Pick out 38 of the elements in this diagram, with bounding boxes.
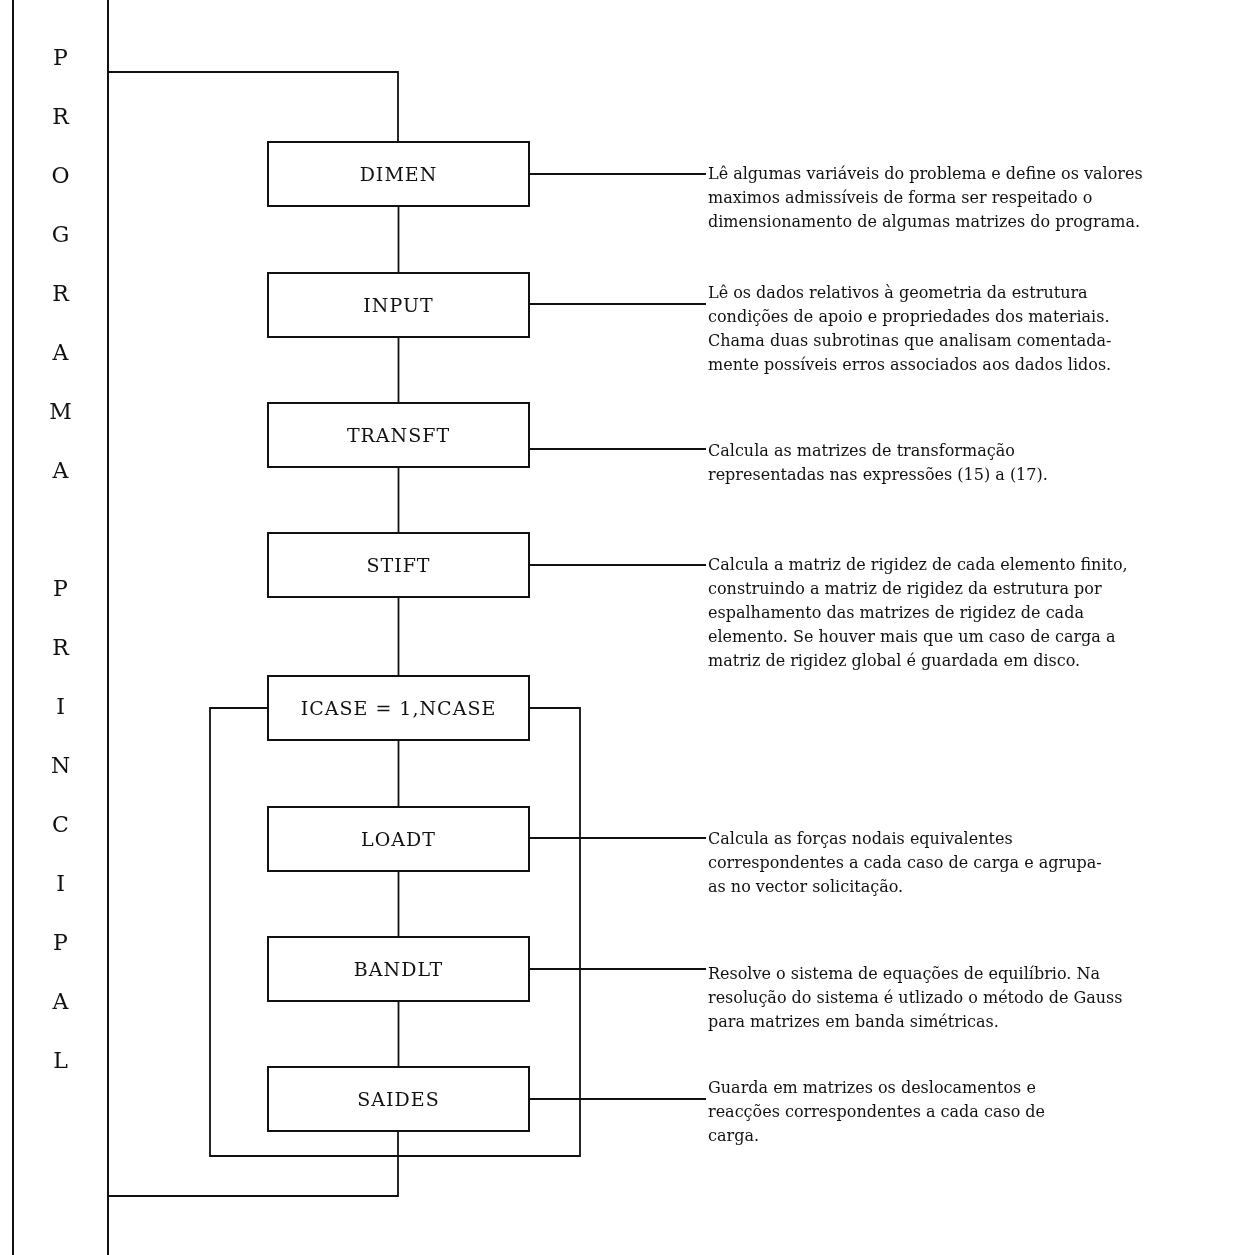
connector-line — [397, 467, 400, 533]
process-box — [267, 675, 530, 741]
loop-line — [209, 707, 581, 1157]
node-label: Calcula as matrizes de transformação representadas nas expressões (15) a (17). — [708, 441, 1048, 484]
process-box — [267, 532, 530, 598]
box-label: SAIDES — [357, 1088, 440, 1110]
node-label: Guarda em matrizes os deslocamentos e reacções correspondentes a cada caso de carga. — [708, 1078, 1046, 1145]
box-label: LOADT — [361, 828, 436, 850]
connector-line — [397, 871, 400, 937]
process-box — [267, 1066, 530, 1132]
process-box — [267, 141, 530, 207]
leader-line — [529, 1098, 707, 1100]
connector-line — [108, 71, 399, 142]
leader-line — [529, 448, 707, 450]
box-label: STIFT — [366, 554, 431, 576]
leader-line — [529, 968, 707, 970]
connector-line — [397, 740, 400, 807]
process-box — [267, 402, 530, 468]
connector-line — [397, 1001, 400, 1067]
connector-line — [108, 1131, 399, 1197]
box-label: TRANSFT — [346, 424, 451, 446]
leader-line — [529, 173, 707, 175]
connector-line — [397, 337, 400, 403]
box-label: BANDLT — [353, 958, 444, 980]
process-box — [267, 272, 530, 338]
connector-line — [397, 597, 400, 676]
leader-line — [529, 303, 707, 305]
connector-line — [397, 206, 400, 273]
leader-line — [529, 564, 707, 566]
node-label: Lê algumas variáveis do problema e define os valores maximos admissíveis de forma ser respeitado o dimensionamento de algumas matrizes do programa. — [708, 164, 1143, 231]
box-label: INPUT — [363, 294, 434, 316]
vertical-title: PROGRAMA PRINCIPAL — [48, 45, 73, 1107]
box-label: DIMEN — [359, 163, 438, 185]
side-band — [12, 0, 109, 1255]
process-box — [267, 936, 530, 1002]
box-label: ICASE = 1,NCASE — [300, 697, 497, 719]
leader-line — [529, 837, 707, 839]
process-box — [267, 806, 530, 872]
